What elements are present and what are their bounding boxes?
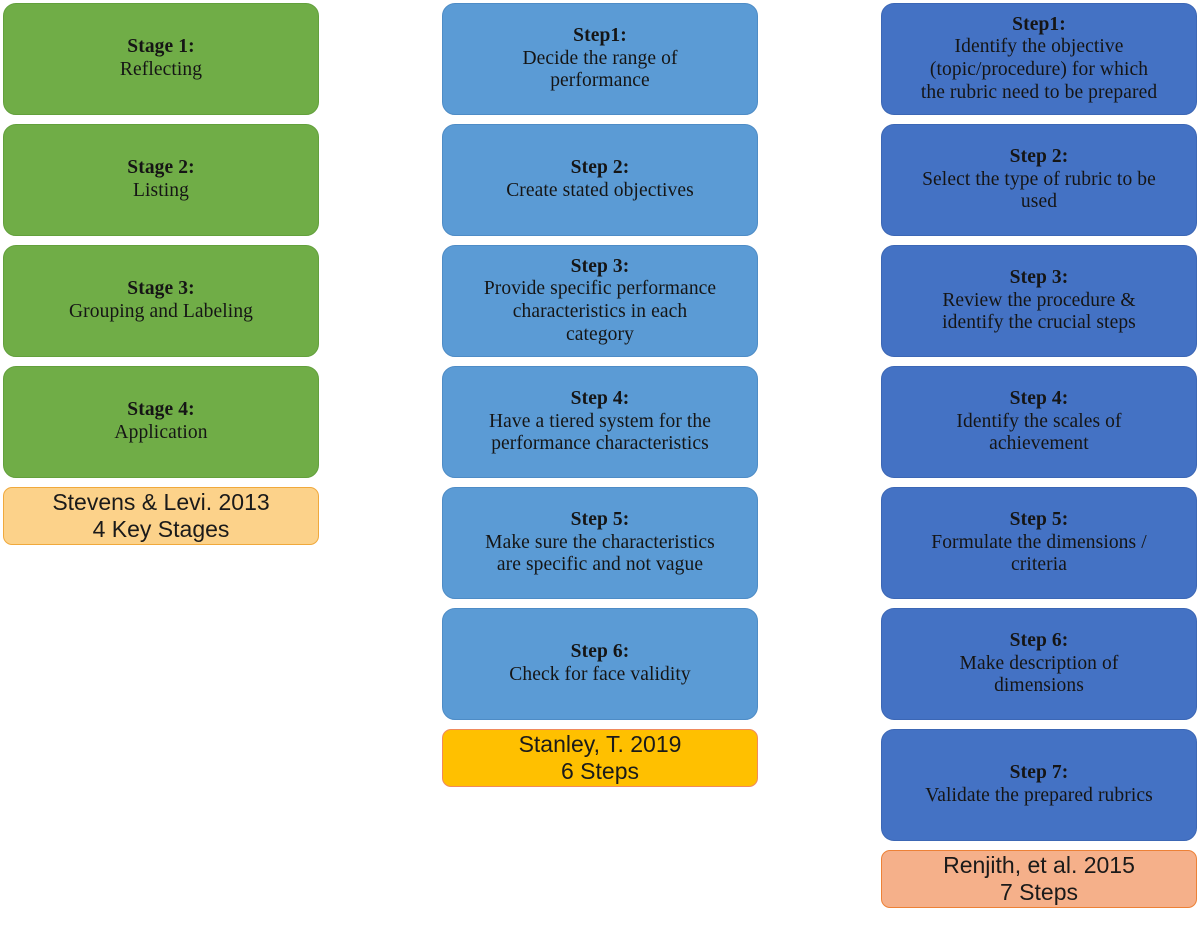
caption-renjith-source: Renjith, et al. 2015 bbox=[943, 851, 1135, 878]
caption-stevens-levi: Stevens & Levi. 2013 4 Key Stages bbox=[3, 487, 319, 545]
step-box-renjith-1[interactable]: Step1: Identify the objective (topic/pro… bbox=[881, 3, 1197, 115]
caption-stevens-levi-source: Stevens & Levi. 2013 bbox=[52, 488, 270, 515]
step-box-renjith-6-title: Step 6: bbox=[1009, 630, 1069, 652]
step-box-renjith-5[interactable]: Step 5: Formulate the dimensions / crite… bbox=[881, 487, 1197, 599]
step-box-stanley-4[interactable]: Step 4: Have a tiered system for the per… bbox=[442, 366, 758, 478]
caption-renjith: Renjith, et al. 2015 7 Steps bbox=[881, 850, 1197, 908]
step-box-renjith-2[interactable]: Step 2: Select the type of rubric to be … bbox=[881, 124, 1197, 236]
caption-stanley: Stanley, T. 2019 6 Steps bbox=[442, 729, 758, 787]
caption-renjith-count: 7 Steps bbox=[1000, 879, 1078, 905]
stage-box-4-title: Stage 4: bbox=[127, 399, 195, 421]
step-box-renjith-3-title: Step 3: bbox=[1009, 267, 1069, 289]
caption-stanley-source: Stanley, T. 2019 bbox=[518, 730, 682, 757]
stage-box-3-title: Stage 3: bbox=[127, 278, 195, 300]
step-box-stanley-5-desc: Make sure the characteristics are specif… bbox=[485, 531, 715, 576]
column-renjith-steps: Step1: Identify the objective (topic/pro… bbox=[881, 3, 1197, 908]
step-box-stanley-6-desc: Check for face validity bbox=[509, 664, 691, 685]
step-box-renjith-5-desc: Formulate the dimensions / criteria bbox=[931, 531, 1147, 576]
step-box-stanley-1[interactable]: Step1: Decide the range of performance bbox=[442, 3, 758, 115]
step-box-renjith-6-desc: Make description of dimensions bbox=[959, 652, 1119, 697]
stage-box-4-desc: Application bbox=[114, 422, 208, 443]
step-box-renjith-4[interactable]: Step 4: Identify the scales of achieveme… bbox=[881, 366, 1197, 478]
stage-box-4[interactable]: Stage 4: Application bbox=[3, 366, 319, 478]
step-box-renjith-5-title: Step 5: bbox=[1009, 509, 1069, 531]
step-box-renjith-1-desc: Identify the objective (topic/procedure)… bbox=[920, 36, 1158, 103]
step-box-stanley-3-title: Step 3: bbox=[570, 255, 630, 277]
step-box-stanley-2-title: Step 2: bbox=[570, 157, 630, 179]
step-box-renjith-7-desc: Validate the prepared rubrics bbox=[925, 785, 1153, 806]
step-box-stanley-6[interactable]: Step 6: Check for face validity bbox=[442, 608, 758, 720]
column-stevens-levi-stages: Stage 1: Reflecting Stage 2: Listing Sta… bbox=[3, 3, 319, 545]
step-box-stanley-6-title: Step 6: bbox=[570, 641, 630, 663]
step-box-stanley-3[interactable]: Step 3: Provide specific performance cha… bbox=[442, 245, 758, 357]
caption-stanley-count: 6 Steps bbox=[561, 758, 639, 784]
step-box-stanley-4-title: Step 4: bbox=[570, 388, 630, 410]
stage-box-1[interactable]: Stage 1: Reflecting bbox=[3, 3, 319, 115]
stage-box-3-desc: Grouping and Labeling bbox=[68, 301, 254, 322]
stage-box-2-desc: Listing bbox=[133, 180, 189, 201]
step-box-renjith-3[interactable]: Step 3: Review the procedure & identify … bbox=[881, 245, 1197, 357]
step-box-renjith-2-title: Step 2: bbox=[1009, 146, 1069, 168]
stage-box-1-desc: Reflecting bbox=[119, 59, 203, 80]
step-box-renjith-1-title: Step1: bbox=[1012, 13, 1066, 35]
step-box-stanley-4-desc: Have a tiered system for the performance… bbox=[488, 410, 712, 455]
step-box-stanley-2-desc: Create stated objectives bbox=[506, 180, 694, 201]
step-box-renjith-6[interactable]: Step 6: Make description of dimensions bbox=[881, 608, 1197, 720]
step-box-stanley-1-desc: Decide the range of performance bbox=[522, 47, 678, 92]
stage-box-3[interactable]: Stage 3: Grouping and Labeling bbox=[3, 245, 319, 357]
step-box-renjith-4-title: Step 4: bbox=[1009, 388, 1069, 410]
step-box-renjith-3-desc: Review the procedure & identify the cruc… bbox=[942, 289, 1136, 334]
step-box-renjith-2-desc: Select the type of rubric to be used bbox=[922, 168, 1156, 213]
step-box-renjith-7-title: Step 7: bbox=[1009, 762, 1069, 784]
column-stanley-steps: Step1: Decide the range of performance S… bbox=[442, 3, 758, 787]
stage-box-2[interactable]: Stage 2: Listing bbox=[3, 124, 319, 236]
step-box-stanley-5[interactable]: Step 5: Make sure the characteristics ar… bbox=[442, 487, 758, 599]
step-box-renjith-4-desc: Identify the scales of achievement bbox=[956, 410, 1122, 455]
step-box-renjith-7[interactable]: Step 7: Validate the prepared rubrics bbox=[881, 729, 1197, 841]
caption-stevens-levi-count: 4 Key Stages bbox=[92, 516, 230, 542]
step-box-stanley-5-title: Step 5: bbox=[570, 509, 630, 531]
step-box-stanley-3-desc: Provide specific performance characteris… bbox=[483, 278, 717, 345]
step-box-stanley-1-title: Step1: bbox=[573, 25, 627, 47]
stage-box-2-title: Stage 2: bbox=[127, 157, 195, 179]
stage-box-1-title: Stage 1: bbox=[127, 36, 195, 58]
step-box-stanley-2[interactable]: Step 2: Create stated objectives bbox=[442, 124, 758, 236]
